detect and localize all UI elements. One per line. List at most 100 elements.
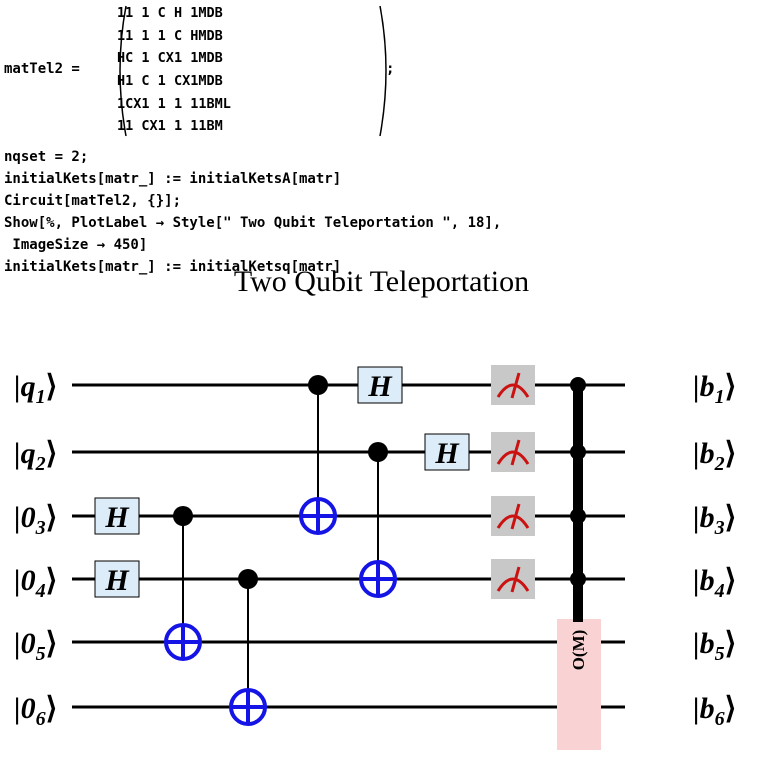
matrix-cell: 1: [141, 95, 150, 112]
matrix-cell: DB: [206, 50, 223, 67]
hadamard-gate: [94, 497, 140, 535]
code-line: nqset = 2;: [4, 149, 89, 165]
matrix-cell: 1: [190, 5, 199, 22]
control-dot: [368, 442, 388, 462]
control-dot: [308, 375, 328, 395]
hadamard-gate: [357, 366, 403, 404]
bus-control-dot: [570, 377, 586, 393]
ket-label: |b1⟩: [693, 370, 736, 408]
hadamard-label: H: [104, 501, 130, 534]
ket-label: |q2⟩: [14, 437, 57, 475]
code-line: Show[%, PlotLabel → Style[" Two Qubit Te…: [4, 215, 502, 231]
matrix-cell: H: [173, 5, 183, 22]
ket-label: |b3⟩: [693, 501, 736, 539]
matrix-cell: C: [173, 27, 183, 44]
oracle-box: [557, 619, 601, 750]
matrix-cell: 1: [190, 95, 199, 112]
matrix-cell: CX: [141, 118, 158, 135]
matrix-cell: 1: [198, 118, 207, 135]
matrix-cell: 1: [173, 95, 183, 112]
code-line: initialKets[matr_] := initialKetsq[matr]: [4, 259, 342, 275]
hadamard-gate: [94, 560, 140, 598]
ket-label: |05⟩: [14, 627, 57, 665]
ket-label: |b5⟩: [693, 627, 736, 665]
ket-label: |06⟩: [14, 692, 57, 730]
ket-label: |b2⟩: [693, 437, 736, 475]
meter-arc: [496, 383, 530, 398]
meter-needle: [510, 372, 521, 399]
control-dot: [238, 569, 258, 589]
matrix-cell: 1: [117, 95, 126, 112]
meter-needle: [510, 439, 521, 466]
matrix-cell: 1: [125, 27, 134, 44]
matrix-cell: DB: [206, 73, 223, 90]
matrix-cell: DB: [206, 27, 223, 44]
matrix-cell: 1: [141, 5, 150, 22]
matrix-cell: 1: [117, 118, 126, 135]
bus-control-dot: [570, 444, 586, 460]
meter-arc: [496, 577, 530, 592]
matrix-cell: 1: [198, 95, 207, 112]
matrix-cell: 1: [157, 95, 166, 112]
ket-label: |q1⟩: [14, 370, 57, 408]
code-line: ImageSize → 450]: [4, 237, 148, 253]
matrix-cell: M: [198, 50, 207, 67]
meter-needle: [510, 503, 521, 530]
matrix-cell: C: [157, 5, 166, 22]
matrix-cell: C: [141, 73, 150, 90]
matrix-cell: 1: [141, 27, 150, 44]
bus-control-dot: [570, 508, 586, 524]
code-assign-label: matTel2 =: [4, 61, 80, 77]
matrix-cell: H: [190, 27, 199, 44]
ket-label: |b4⟩: [693, 564, 736, 602]
matrix-cell: 1: [117, 27, 126, 44]
code-line: Circuit[matTel2, {}];: [4, 193, 182, 209]
matrix-cell: 1: [125, 73, 134, 90]
matrix-cell: CX: [157, 50, 174, 67]
matrix-cell: BML: [206, 95, 231, 112]
matrix-cell: H: [117, 50, 126, 67]
matrix-brackets: [119, 5, 387, 137]
matrix-cell: 1: [173, 50, 183, 67]
matrix-cell: CX: [173, 73, 191, 90]
ket-label: |03⟩: [14, 501, 57, 539]
matrix-cell: DB: [206, 5, 223, 22]
code-terminator: ;: [386, 61, 395, 77]
bus-control-dot: [570, 571, 586, 587]
control-dot: [173, 506, 193, 526]
matrix-cell: 1: [117, 5, 126, 22]
hadamard-label: H: [434, 437, 460, 470]
matrix-cell: M: [198, 73, 207, 90]
meter-needle: [510, 566, 521, 593]
meter-arc: [496, 514, 530, 529]
ket-label: |04⟩: [14, 564, 57, 602]
oracle-label: O(M): [569, 630, 588, 671]
matrix-cell: H: [117, 73, 126, 90]
matrix-cell: 1: [173, 118, 183, 135]
hadamard-label: H: [367, 370, 393, 403]
matrix-cell: 1: [141, 50, 150, 67]
hadamard-label: H: [104, 564, 130, 597]
hadamard-gate: [424, 433, 470, 471]
code-line: initialKets[matr_] := initialKetsA[matr]: [4, 171, 342, 187]
matrix-cell: 1: [125, 118, 134, 135]
plot-title: Two Qubit Teleportation: [233, 265, 530, 298]
meter-arc: [496, 450, 530, 465]
matrix-cell: M: [198, 5, 207, 22]
matrix-cell: 1: [125, 5, 134, 22]
matrix-cell: 1: [157, 118, 166, 135]
matrix-cell: 1: [157, 73, 166, 90]
matrix-cell: 1: [190, 118, 199, 135]
matrix-cell: 1: [190, 50, 199, 67]
matrix-cell: 1: [157, 27, 166, 44]
matrix-cell: C: [125, 50, 134, 67]
ket-label: |b6⟩: [693, 692, 736, 730]
